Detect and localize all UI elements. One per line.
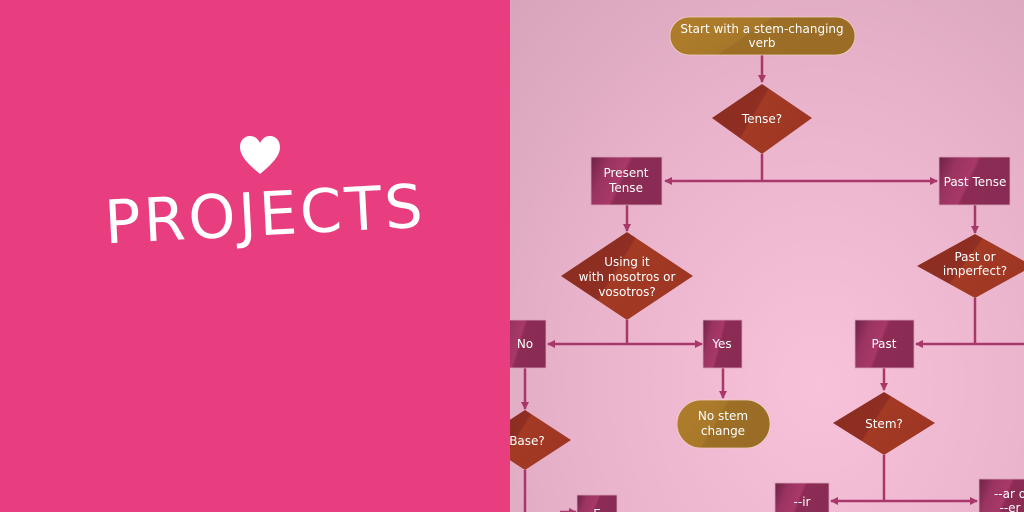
node-e: E xyxy=(576,494,618,512)
svg-text:verb: verb xyxy=(748,36,775,50)
node-base-decision: Base? xyxy=(510,410,571,470)
svg-text:Past or: Past or xyxy=(954,250,995,264)
heart-icon xyxy=(240,136,280,174)
svg-text:Past Tense: Past Tense xyxy=(944,175,1007,189)
svg-text:Yes: Yes xyxy=(711,337,731,351)
svg-text:imperfect?: imperfect? xyxy=(943,264,1007,278)
flowchart: Start with a stem-changing verb Tense? P… xyxy=(510,16,1024,512)
node-ar-er: --ar o --er xyxy=(978,478,1024,512)
node-past: Past xyxy=(854,319,915,369)
banner-panel: PROJECTS xyxy=(0,0,510,512)
svg-text:Tense?: Tense? xyxy=(741,112,782,126)
node-no-stem-change: No stem change xyxy=(676,399,771,449)
svg-text:--er: --er xyxy=(1000,501,1021,512)
node-past-or-imperfect-decision: Past or imperfect? xyxy=(917,234,1024,298)
node-ir: --ir xyxy=(774,482,830,512)
svg-text:No: No xyxy=(517,337,533,351)
svg-text:Base?: Base? xyxy=(510,434,545,448)
node-past-tense: Past Tense xyxy=(938,156,1011,206)
node-start: Start with a stem-changing verb xyxy=(669,16,856,56)
node-tense-decision: Tense? xyxy=(712,84,812,154)
svg-text:vosotros?: vosotros? xyxy=(598,285,655,299)
svg-text:Present: Present xyxy=(603,166,648,180)
svg-text:--ar o: --ar o xyxy=(994,487,1024,501)
node-nosotros-decision: Using it with nosotros or vosotros? xyxy=(561,232,693,320)
node-no: No xyxy=(510,319,547,369)
svg-text:Using it: Using it xyxy=(604,255,650,269)
node-stem-decision: Stem? xyxy=(833,392,935,455)
svg-text:Past: Past xyxy=(871,337,896,351)
svg-text:No stem: No stem xyxy=(698,409,748,423)
connectors xyxy=(521,55,1024,512)
svg-text:Tense: Tense xyxy=(608,181,643,195)
svg-text:Start with a stem-changing: Start with a stem-changing xyxy=(680,22,843,36)
svg-text:E: E xyxy=(593,507,601,512)
svg-text:--ir: --ir xyxy=(794,495,811,509)
node-yes: Yes xyxy=(702,319,743,369)
svg-text:with nosotros or: with nosotros or xyxy=(579,270,676,284)
banner-title: PROJECTS xyxy=(102,171,428,259)
flowchart-panel: Start with a stem-changing verb Tense? P… xyxy=(510,0,1024,512)
svg-text:change: change xyxy=(701,424,745,438)
svg-text:Stem?: Stem? xyxy=(865,417,903,431)
node-present-tense: Present Tense xyxy=(590,156,663,206)
